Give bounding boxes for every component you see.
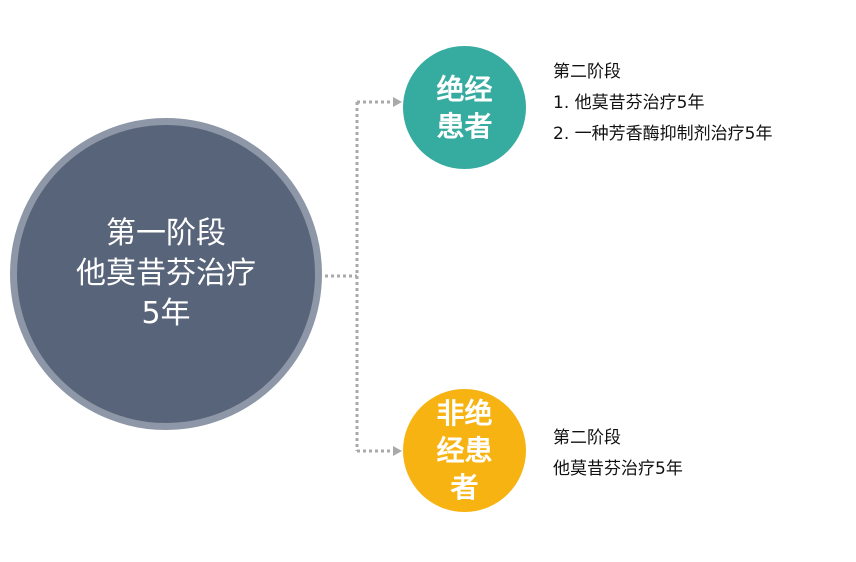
stage-one-duration: 5年 [141,296,191,331]
non-menopausal-patients-circle: 非绝 经患 者 [403,389,526,512]
stage-one-treatment: 他莫昔芬治疗 [76,256,256,291]
menopausal-stage-two-title: 第二阶段 [553,62,621,82]
arrow-head-top [393,97,402,107]
menopausal-option-2: 2. 一种芳香酶抑制剂治疗5年 [553,124,773,144]
arrow-head-bottom [393,446,402,456]
stage-one-title: 第一阶段 [106,216,226,251]
non-menopausal-label-line-2: 经患 [436,434,493,467]
menopausal-label-line-2: 患者 [436,109,493,143]
non-menopausal-label-line-3: 者 [450,471,479,504]
menopausal-stage-two-text: 第二阶段 1. 他莫昔芬治疗5年 2. 一种芳香酶抑制剂治疗5年 [553,57,772,150]
non-menopausal-stage-two-title: 第二阶段 [553,428,621,448]
stage-one-circle: 第一阶段 他莫昔芬治疗 5年 [10,118,322,430]
non-menopausal-stage-two-text: 第二阶段 他莫昔芬治疗5年 [553,423,683,485]
non-menopausal-label-line-1: 非绝 [436,397,493,430]
menopausal-label-line-1: 绝经 [436,72,493,106]
non-menopausal-option-1: 他莫昔芬治疗5年 [553,459,683,479]
menopausal-patients-circle: 绝经 患者 [403,46,526,169]
menopausal-option-1: 1. 他莫昔芬治疗5年 [553,93,705,113]
